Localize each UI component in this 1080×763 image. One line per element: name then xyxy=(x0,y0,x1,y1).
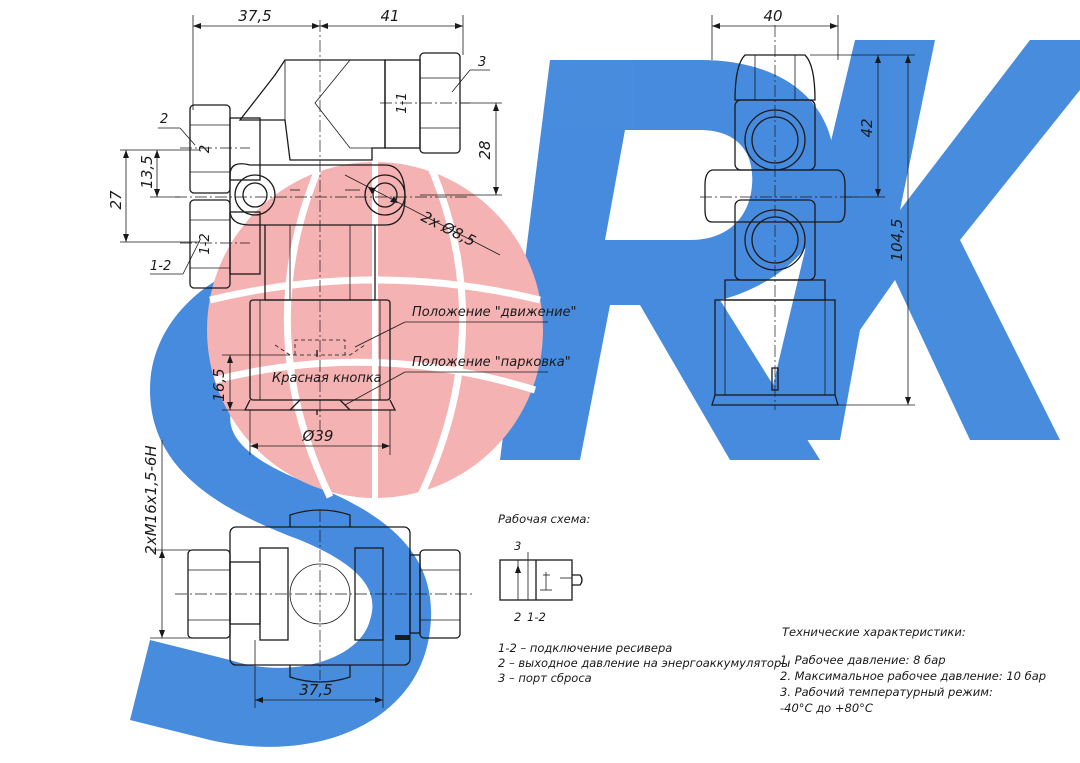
label-position-drive: Положение "движение" xyxy=(412,305,577,320)
dim-37-5-bottom: 37,5 xyxy=(299,681,332,699)
scheme-port-1-2: 1-2 xyxy=(527,610,546,624)
label-position-park: Положение "парковка" xyxy=(412,355,571,370)
dim-27: 27 xyxy=(107,190,125,210)
dim-thread: 2xM16x1,5-6H xyxy=(142,445,160,554)
dim-16-5: 16,5 xyxy=(210,368,228,401)
specs-title: Технические характеристики: xyxy=(782,625,966,639)
dim-13-5: 13,5 xyxy=(138,155,156,188)
callout-1-2: 1-2 xyxy=(150,259,171,274)
specs-item-1: 1. Рабочее давление: 8 бар xyxy=(780,653,946,667)
scheme-port-2: 2 xyxy=(514,610,521,624)
dim-37-5-top: 37,5 xyxy=(238,7,271,25)
scheme-title: Рабочая схема: xyxy=(498,512,590,526)
technical-specs: Технические характеристики: 1. Рабочее д… xyxy=(780,625,1046,715)
watermark-globe xyxy=(207,162,543,499)
front-port-2-label: 2 xyxy=(198,145,213,153)
front-port-1-1-label: 1-1 xyxy=(395,92,410,113)
dim-104-5: 104,5 xyxy=(888,219,906,262)
front-port-1-2-label: 1-2 xyxy=(198,233,213,254)
dim-41-top: 41 xyxy=(380,7,399,25)
dim-42: 42 xyxy=(858,118,876,137)
callout-2: 2 xyxy=(160,112,168,127)
scheme-legend-2: 2 – выходное давление на энергоаккумулят… xyxy=(498,656,790,670)
watermark-letter-r xyxy=(500,60,835,460)
working-scheme: Рабочая схема: 3 2 1-2 1-2 – подключение… xyxy=(498,512,790,685)
scheme-legend-1: 1-2 – подключение ресивера xyxy=(498,641,672,655)
watermark-letter-k xyxy=(760,40,1080,440)
specs-item-3: 3. Рабочий температурный режим: xyxy=(780,685,993,699)
callout-3: 3 xyxy=(478,55,486,70)
specs-item-4: -40°С до +80°С xyxy=(780,701,873,715)
watermark-letter-s xyxy=(130,250,455,747)
label-red-button: Красная кнопка xyxy=(272,371,382,386)
dim-knob-dia: Ø39 xyxy=(302,427,334,445)
front-view: 2 1-2 1-1 2 1-2 3 37,5 41 27 13 xyxy=(107,7,577,455)
specs-item-2: 2. Максимальное рабочее давление: 10 бар xyxy=(780,669,1046,683)
scheme-legend-3: 3 – порт сброса xyxy=(498,671,592,685)
scheme-port-3: 3 xyxy=(514,539,521,553)
dim-40: 40 xyxy=(763,7,782,25)
top-view: 2xM16x1,5-6H 37,5 xyxy=(142,440,475,708)
watermark xyxy=(130,40,1080,747)
side-view: 40 42 104,5 xyxy=(700,7,915,410)
dim-28: 28 xyxy=(476,140,494,159)
